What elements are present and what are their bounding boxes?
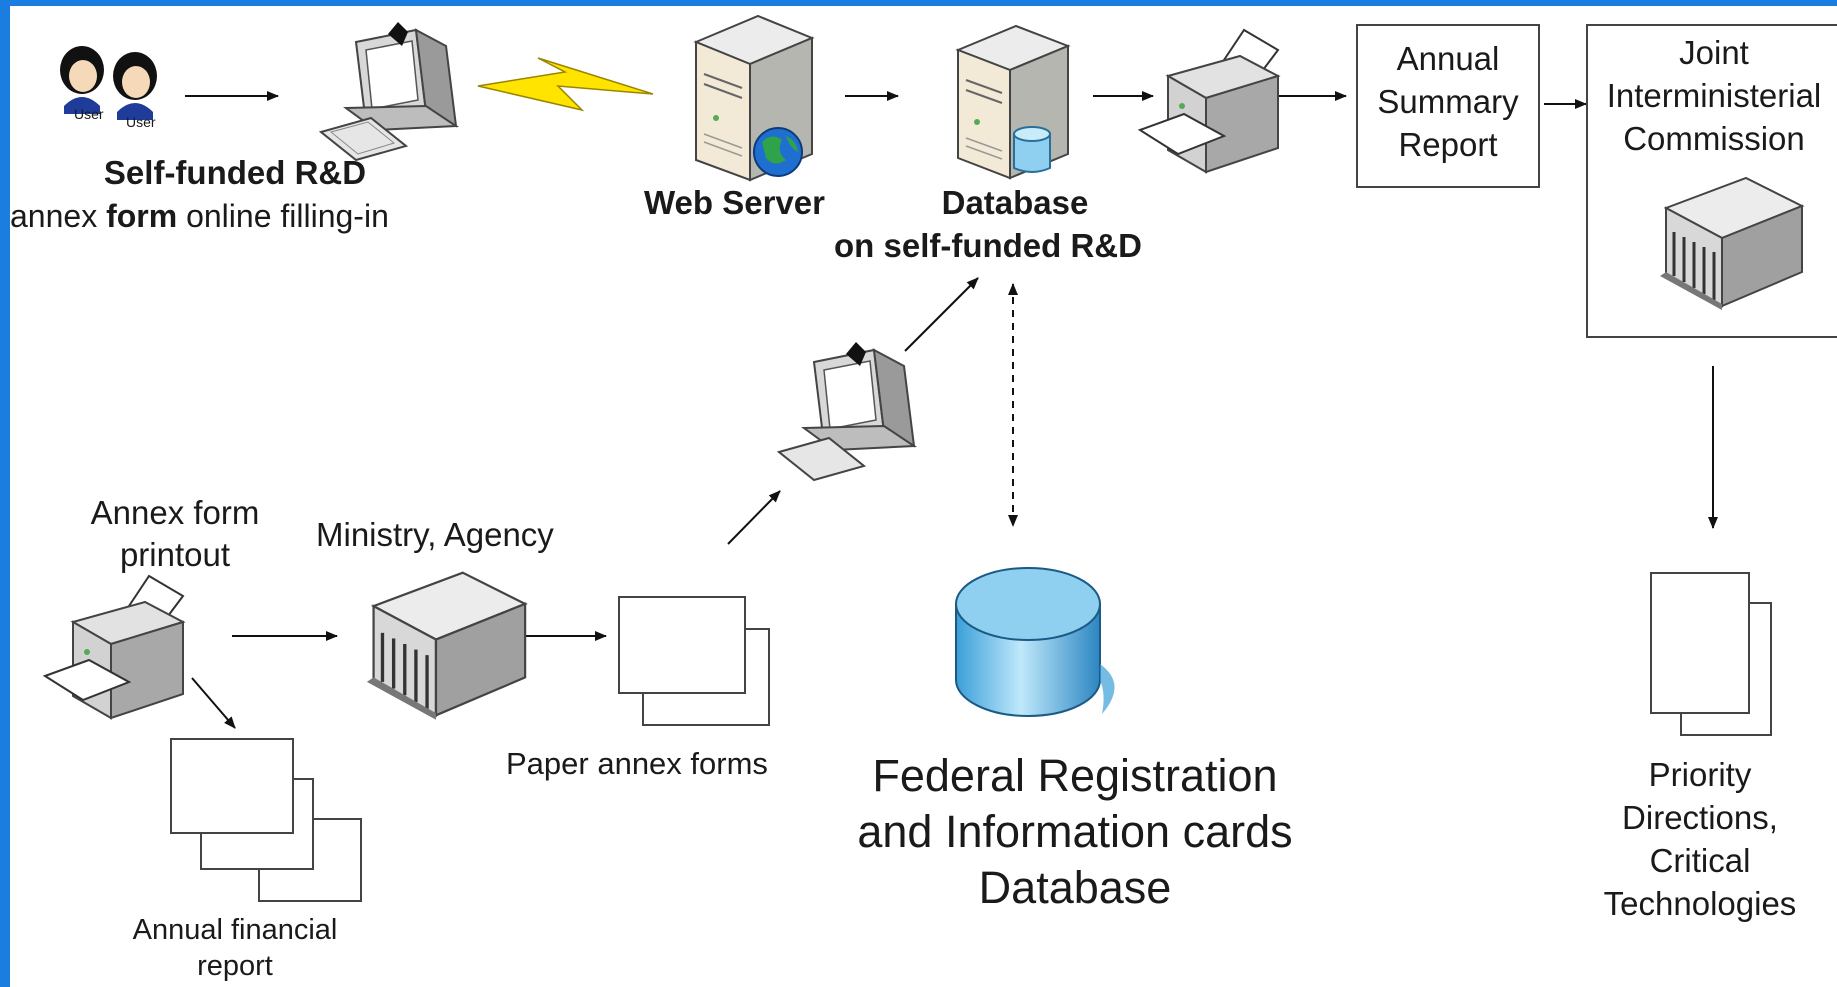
commission-line1: Joint [1679,34,1749,71]
connector-layer [185,57,1718,729]
database-rd-line2: on self-funded R&D [834,227,1142,264]
arrow-printer-to-financial [191,677,236,729]
database-rd-line1: Database [941,184,1089,221]
commission-line2: Interministerial [1606,77,1822,114]
web-server-label: Web Server [644,184,825,221]
priority-line3: Critical [1649,842,1751,879]
financial-report-line2: report [197,950,273,982]
arrow-pc-to-db [904,277,979,352]
arrow-paper-to-pc [727,490,781,545]
annual-summary-report-box: Annual Summary Report [1356,24,1540,188]
annex-printout-line2: printout [119,536,231,573]
priority-page-front [1650,572,1750,714]
ministry-building-icon [366,571,528,720]
printer-icon-bottom [42,574,186,720]
priority-line1: Priority [1648,756,1752,793]
desktop-computer-icon [318,22,460,162]
paper-forms-label: Paper annex forms [506,746,768,781]
online-filling-caption-prefix: annex [10,198,107,234]
annual-summary-line3: Report [1398,125,1498,163]
user-icon-2 [113,52,157,120]
web-server-icon [693,14,815,182]
annual-summary-line1: Annual [1396,40,1500,77]
financial-report-line1: Annual financial [132,914,338,946]
database-server-icon [955,24,1071,180]
federal-db-line1: Federal Registration [872,750,1278,801]
annual-summary-line2: Summary [1377,82,1519,120]
commission-line3: Commission [1623,120,1805,157]
annex-printout-line1: Annex form [90,494,260,531]
printer-icon-top [1138,28,1281,174]
online-filling-caption: annex form online filling-in [10,198,389,235]
federal-db-line2: and Information cards [857,806,1293,857]
lightning-link-icon [477,57,654,112]
online-filling-title: Self-funded R&D [103,154,367,191]
user-label-1: User [74,106,104,122]
diagram-canvas: User User [10,6,1837,987]
federal-db-line3: Database [978,862,1172,913]
desktop-computer-icon-2 [776,342,918,482]
commission-box: Joint Interministerial Commission [1586,24,1837,338]
user-label-2: User [126,114,156,130]
federal-database-icon [955,567,1115,717]
paper-form-front [618,596,746,694]
online-filling-caption-bold: form [106,198,178,234]
online-filling-caption-suffix: online filling-in [177,198,389,234]
priority-line2: Directions, [1622,799,1778,836]
financial-page-1 [170,738,294,834]
user-icon-1 [60,46,104,114]
priority-line4: Technologies [1603,885,1797,922]
government-building-icon [1660,176,1805,310]
ministry-label: Ministry, Agency [316,516,554,553]
